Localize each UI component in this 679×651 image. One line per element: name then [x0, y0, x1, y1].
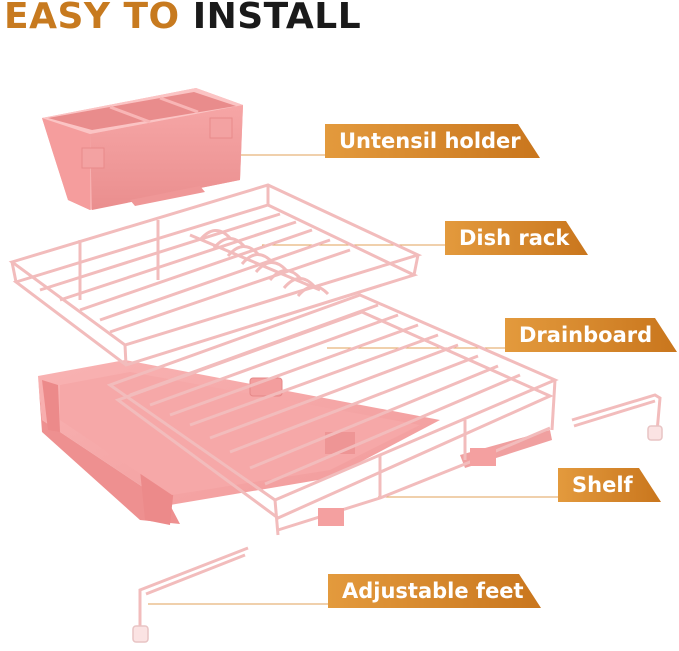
utensil-holder [42, 88, 243, 210]
drainboard-tray [38, 360, 552, 525]
label-shelf: Shelf [558, 468, 661, 502]
wire-shelf [106, 293, 559, 536]
label-drainboard: Drainboard [505, 318, 677, 352]
label-adjustable-feet: Adjustable feet [328, 574, 541, 608]
adjustable-foot-left [132, 546, 249, 643]
dish-rack [8, 183, 423, 367]
title-part-2: INSTALL [192, 0, 362, 37]
adjustable-foot-right [571, 393, 663, 441]
page-title: EASY TO INSTALL [4, 0, 361, 37]
label-utensil-holder: Untensil holder [325, 124, 540, 158]
title-part-1: EASY TO [4, 0, 180, 37]
label-dish-rack: Dish rack [445, 221, 588, 255]
